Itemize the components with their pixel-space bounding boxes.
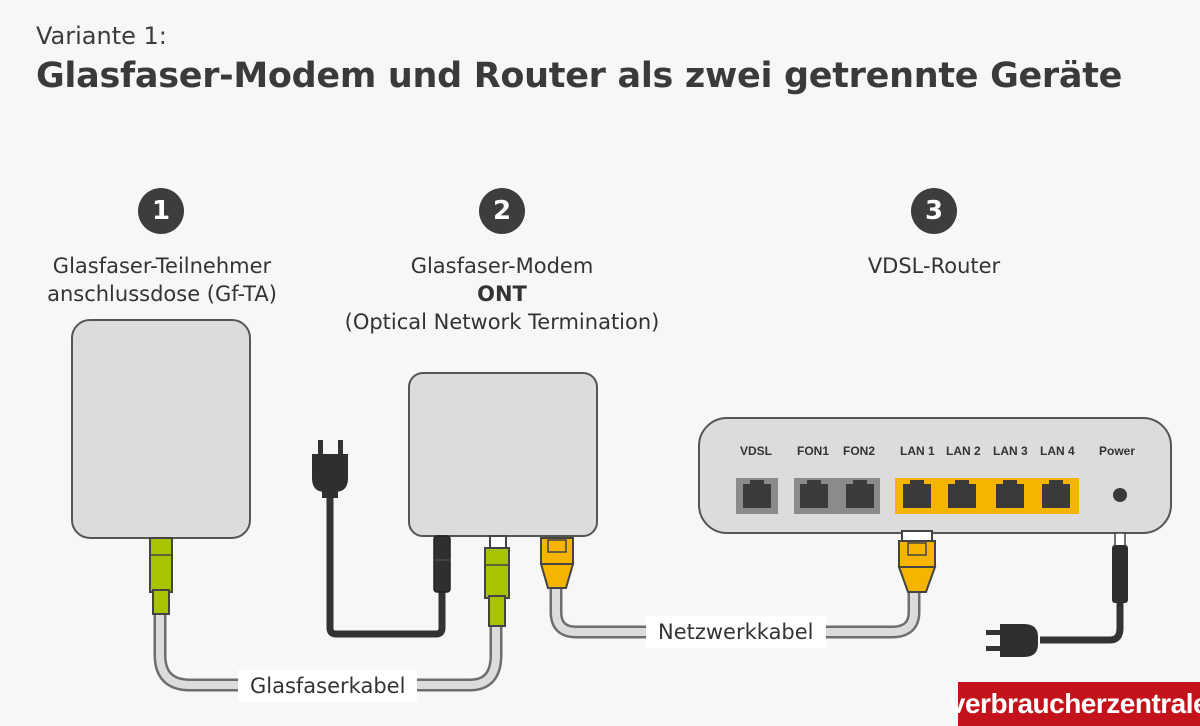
router-lan-plug <box>897 530 937 593</box>
ont-lan-plug <box>539 537 575 589</box>
diagram-title: Glasfaser-Modem und Router als zwei getr… <box>36 56 1123 96</box>
step-number-3: 3 <box>911 188 957 234</box>
gfta-fiber-connector <box>149 537 173 615</box>
device-label-gfta: Glasfaser-Teilnehmer anschlussdose (Gf-T… <box>20 252 304 308</box>
router-power-plug <box>986 624 1038 657</box>
fiber-cable-label: Glasfaserkabel <box>238 670 418 702</box>
ont-fiber-connector <box>484 535 510 627</box>
device-label-gfta-line1: Glasfaser-Teilnehmer <box>52 254 272 278</box>
port-label-fon2: FON2 <box>843 444 876 458</box>
device-label-ont-line2: ONT <box>477 282 527 306</box>
ont-power-plug <box>312 440 348 498</box>
ont-power-connector <box>433 535 451 593</box>
vdsl-port <box>736 478 778 514</box>
network-cable-label: Netzwerkkabel <box>646 616 826 648</box>
diagram-subtitle: Variante 1: <box>36 22 167 50</box>
brand-logo: verbraucherzentrale <box>950 682 1200 726</box>
device-label-ont-line1: Glasfaser-Modem <box>410 254 594 278</box>
port-label-fon1: FON1 <box>797 444 830 458</box>
port-label-vdsl: VDSL <box>740 444 773 458</box>
device-label-ont: Glasfaser-Modem ONT (Optical Network Ter… <box>320 252 684 336</box>
lan-ports <box>895 478 1079 514</box>
power-socket <box>1113 488 1127 502</box>
port-label-lan2: LAN 2 <box>946 444 981 458</box>
router-power-cable <box>1040 600 1124 644</box>
port-label-lan4: LAN 4 <box>1040 444 1075 458</box>
step-number-2: 2 <box>479 188 525 234</box>
device-label-ont-line3: (Optical Network Termination) <box>344 310 660 334</box>
ont-power-cable <box>326 495 446 638</box>
device-label-router: VDSL-Router <box>834 252 1034 280</box>
ont-box <box>408 372 598 537</box>
port-label-lan3: LAN 3 <box>993 444 1028 458</box>
port-label-power: Power <box>1099 444 1136 458</box>
fon-ports <box>794 478 880 514</box>
port-label-lan1: LAN 1 <box>900 444 935 458</box>
router-power-connector <box>1112 532 1128 603</box>
step-number-1: 1 <box>138 188 184 234</box>
device-label-router-line1: VDSL-Router <box>867 254 1001 278</box>
device-label-gfta-line2: anschlussdose (Gf-TA) <box>47 282 277 306</box>
gfta-box <box>71 319 251 539</box>
router-body <box>698 417 1172 534</box>
